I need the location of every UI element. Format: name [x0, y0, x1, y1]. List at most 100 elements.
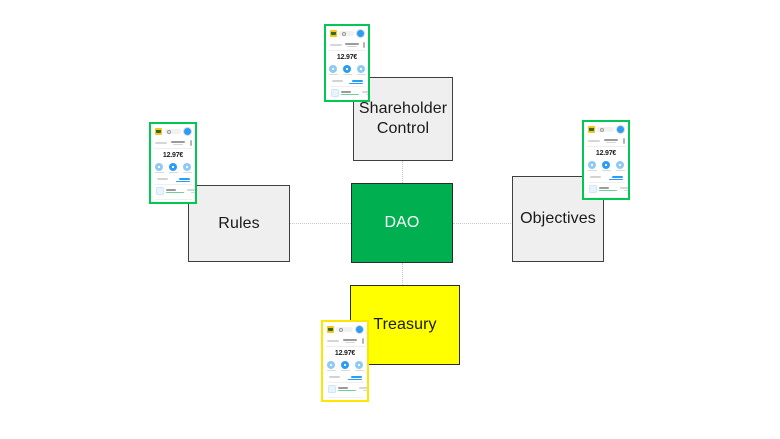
buy-icon: [183, 163, 191, 171]
wallet-logo-icon: [329, 30, 337, 37]
tab-activity[interactable]: [351, 80, 363, 83]
wallet-actions: [326, 359, 365, 374]
avatar[interactable]: [355, 29, 365, 38]
transaction-row[interactable]: [154, 184, 195, 197]
transaction-icon: [330, 89, 339, 98]
balance-amount: 12.97€: [162, 152, 184, 159]
tab-assets[interactable]: [156, 178, 168, 181]
wallet-account-row[interactable]: [153, 138, 193, 149]
wallet-tabs[interactable]: [326, 374, 365, 379]
phone-screen-top: 12.97€: [326, 26, 368, 100]
action-buy[interactable]: [356, 65, 366, 76]
overflow-menu-icon[interactable]: [190, 140, 192, 146]
avatar[interactable]: [182, 127, 192, 136]
wallet-balance: 12.97€: [326, 347, 365, 359]
phone-screen-bottom: 12.97€: [323, 322, 367, 400]
phone-mockup-right[interactable]: 12.97€: [582, 120, 630, 200]
wallet-topbar: [329, 28, 366, 40]
wallet-topbar: [326, 324, 365, 336]
transaction-row[interactable]: [326, 397, 364, 400]
search-icon[interactable]: [596, 127, 614, 133]
phone-screen-right: 12.97€: [584, 122, 628, 198]
account-name: [344, 42, 362, 48]
tab-activity[interactable]: [611, 176, 623, 179]
node-shareholder-control[interactable]: Shareholder Control: [353, 77, 453, 161]
wallet-account-row[interactable]: [586, 136, 626, 147]
node-label-treasury: Treasury: [373, 316, 437, 333]
transaction-list: [326, 381, 367, 400]
wallet-actions: [328, 63, 366, 78]
wallet-tabs[interactable]: [154, 176, 193, 181]
account-label: [329, 44, 342, 46]
action-buy[interactable]: [182, 163, 192, 174]
action-receive[interactable]: [340, 361, 350, 372]
account-label: [154, 142, 167, 144]
phone-screen-left: 12.97€: [151, 124, 195, 202]
receive-icon: [602, 161, 610, 169]
tab-assets[interactable]: [331, 80, 343, 83]
action-send[interactable]: [326, 361, 336, 372]
wallet-actions: [154, 161, 193, 176]
overflow-menu-icon[interactable]: [623, 138, 625, 144]
wallet-logo-icon: [587, 126, 595, 133]
avatar[interactable]: [354, 325, 364, 334]
phone-mockup-left[interactable]: 12.97€: [149, 122, 197, 204]
phone-mockup-bottom[interactable]: 12.97€: [321, 320, 369, 402]
wallet-balance: 12.97€: [587, 147, 626, 159]
balance-amount: 12.97€: [334, 350, 356, 357]
wallet-topbar: [587, 124, 626, 136]
transaction-row[interactable]: [326, 382, 367, 395]
receive-icon: [341, 361, 349, 369]
action-send[interactable]: [328, 65, 338, 76]
action-receive[interactable]: [342, 65, 352, 76]
phone-mockup-top[interactable]: 12.97€: [324, 24, 370, 102]
avatar[interactable]: [615, 125, 625, 134]
transaction-icon: [327, 385, 336, 394]
buy-icon: [355, 361, 363, 369]
buy-icon: [357, 65, 365, 73]
action-send[interactable]: [587, 161, 597, 172]
transaction-row[interactable]: [587, 197, 625, 198]
overflow-menu-icon[interactable]: [362, 338, 364, 344]
send-icon: [327, 361, 335, 369]
tab-activity[interactable]: [178, 178, 190, 181]
transaction-row[interactable]: [330, 101, 365, 102]
account-label: [587, 140, 600, 142]
transaction-icon: [588, 185, 597, 194]
action-buy[interactable]: [354, 361, 364, 372]
connector-dao-to-treasury: [402, 263, 403, 285]
connector-shareholder-to-dao: [402, 161, 403, 183]
tab-activity[interactable]: [350, 376, 362, 379]
transaction-row[interactable]: [329, 86, 368, 99]
tab-assets[interactable]: [589, 176, 601, 179]
receive-icon: [343, 65, 351, 73]
transaction-list: [587, 181, 628, 198]
connector-dao-to-objectives: [453, 223, 513, 224]
node-dao[interactable]: DAO: [351, 183, 453, 263]
transaction-row[interactable]: [587, 182, 628, 195]
action-send[interactable]: [154, 163, 164, 174]
action-receive[interactable]: [168, 163, 178, 174]
action-receive[interactable]: [601, 161, 611, 172]
node-rules[interactable]: Rules: [188, 185, 290, 262]
transaction-icon: [156, 202, 164, 204]
wallet-balance: 12.97€: [154, 149, 193, 161]
send-icon: [155, 163, 163, 171]
search-icon[interactable]: [338, 31, 354, 37]
wallet-account-row[interactable]: [325, 336, 365, 347]
action-buy[interactable]: [615, 161, 625, 172]
wallet-logo-icon: [154, 128, 162, 135]
transaction-row[interactable]: [154, 199, 192, 204]
search-icon[interactable]: [163, 129, 181, 135]
receive-icon: [169, 163, 177, 171]
search-icon[interactable]: [335, 327, 353, 333]
tab-assets[interactable]: [328, 376, 340, 379]
wallet-tabs[interactable]: [587, 174, 626, 179]
wallet-tabs[interactable]: [329, 78, 366, 83]
wallet-logo-icon: [326, 326, 334, 333]
node-label-objectives: Objectives: [520, 210, 596, 227]
overflow-menu-icon[interactable]: [363, 42, 365, 48]
account-label: [326, 340, 339, 342]
transaction-list: [329, 85, 368, 102]
wallet-account-row[interactable]: [328, 40, 366, 51]
